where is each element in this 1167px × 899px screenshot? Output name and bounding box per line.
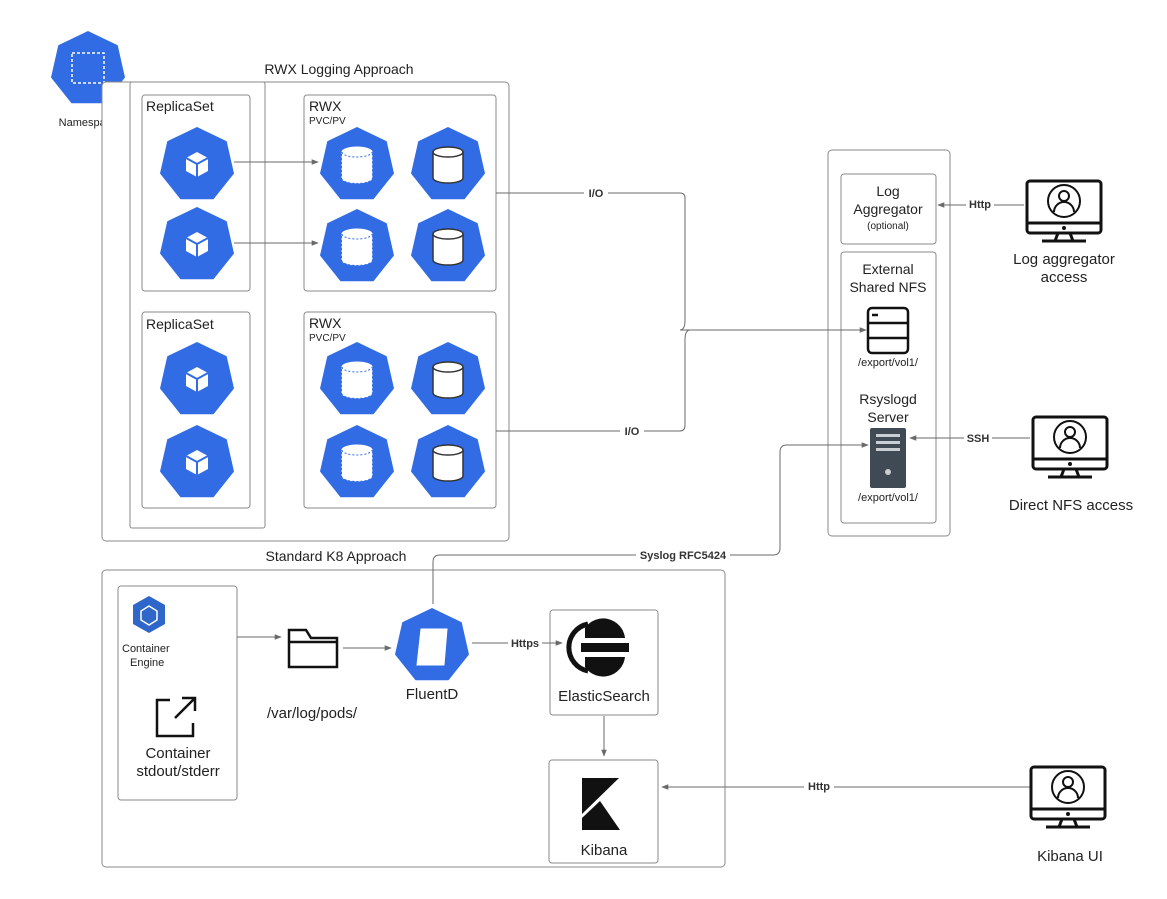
nfs-line1: External — [862, 261, 913, 277]
fluentd-icon — [395, 608, 469, 681]
rsyslogd-line2: Server — [867, 409, 909, 425]
external-services-group: Log Aggregator (optional) External Share… — [827, 149, 951, 537]
log-aggregator-note: (optional) — [867, 221, 909, 232]
replicaset-1-label: ReplicaSet — [146, 98, 214, 114]
nfs-access-protocol: SSH — [967, 433, 990, 445]
rwx-volume-1-subtitle: PVC/PV — [309, 116, 346, 127]
monitor-user-icon — [1029, 765, 1107, 829]
container-engine-line1: Container — [122, 643, 170, 655]
nfs-path: /export/vol1/ — [858, 357, 919, 369]
log-aggregator-line1: Log — [876, 183, 899, 199]
nfs-rsyslog-box — [840, 251, 937, 524]
container-engine-line2: Engine — [130, 657, 164, 669]
container-engine-box — [117, 585, 238, 801]
client-log-aggregator: Log aggregator access — [1013, 179, 1115, 286]
elasticsearch-icon — [566, 618, 629, 677]
client-kibana-ui-line1: Kibana UI — [1037, 848, 1103, 865]
io-label-top: I/O — [589, 188, 604, 200]
container-engine-icon — [133, 596, 165, 633]
rwx-volume-1-title: RWX — [309, 98, 342, 114]
container-output-line2: stdout/stderr — [136, 763, 219, 780]
kibana-ui-protocol: Http — [808, 781, 830, 793]
fluentd-label: FluentD — [406, 686, 459, 703]
rwx-volume-2-subtitle: PVC/PV — [309, 333, 346, 344]
monitor-user-icon — [1025, 179, 1103, 243]
client-log-aggregator-line2: access — [1041, 269, 1088, 286]
log-aggregator-protocol: Http — [969, 199, 991, 211]
https-label: Https — [511, 638, 539, 650]
rsyslogd-line1: Rsyslogd — [859, 391, 917, 407]
rwx-volume-2-title: RWX — [309, 315, 342, 331]
external-link-icon — [155, 696, 197, 738]
rwx-group-title: RWX Logging Approach — [264, 61, 413, 77]
kibana-icon — [582, 778, 620, 830]
rsyslog-server-icon — [870, 428, 906, 488]
syslog-label: Syslog RFC5424 — [640, 550, 727, 562]
io-path — [496, 192, 691, 432]
log-aggregator-line2: Aggregator — [853, 201, 923, 217]
io-label-bottom: I/O — [625, 426, 640, 438]
client-log-aggregator-line1: Log aggregator — [1013, 251, 1115, 268]
syslog-path — [432, 442, 869, 604]
elasticsearch-label: ElasticSearch — [558, 688, 650, 705]
connectors: I/O I/O Syslog RFC5424 Https Http SSH Ht… — [237, 186, 1030, 793]
rsyslogd-path: /export/vol1/ — [858, 492, 919, 504]
standard-group-title: Standard K8 Approach — [266, 548, 407, 564]
folder-icon — [287, 628, 339, 669]
pods-folder-label: /var/log/pods/ — [267, 705, 358, 722]
client-kibana-ui: Kibana UI — [1029, 765, 1107, 865]
replicaset-2-label: ReplicaSet — [146, 316, 214, 332]
client-direct-nfs-line1: Direct NFS access — [1009, 497, 1133, 514]
log-aggregator-box — [840, 173, 937, 245]
client-direct-nfs: Direct NFS access — [1009, 415, 1133, 514]
container-output-line1: Container — [145, 745, 210, 762]
kibana-label: Kibana — [581, 842, 628, 859]
rwx-logging-group: RWX Logging Approach ReplicaSet ReplicaS… — [101, 61, 510, 542]
nfs-server-icon — [866, 306, 910, 355]
monitor-user-icon — [1031, 415, 1109, 479]
standard-k8-group: Standard K8 Approach Container Engine Co… — [101, 548, 726, 868]
nfs-line2: Shared NFS — [849, 279, 926, 295]
